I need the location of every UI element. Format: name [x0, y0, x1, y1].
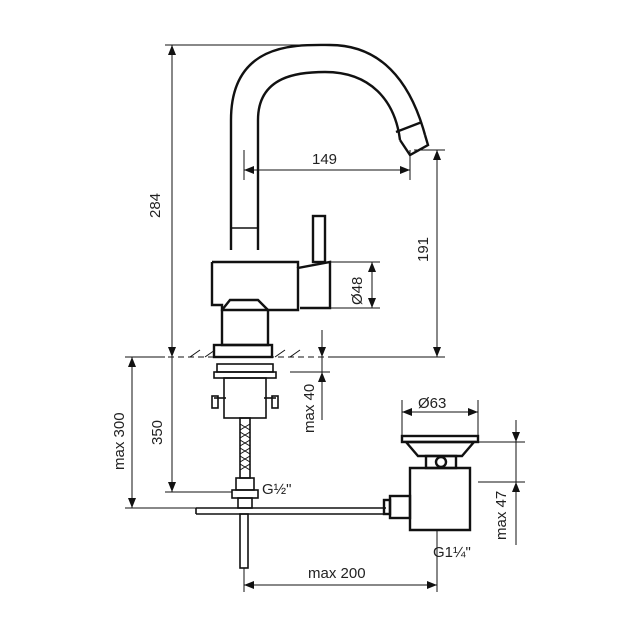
- label-spout-height: 191: [415, 237, 432, 262]
- mixer-body: [210, 214, 332, 359]
- label-thread-depth: max 40: [301, 384, 318, 433]
- label-supply-thread: G½": [262, 481, 292, 498]
- pop-up-waste: [382, 434, 480, 532]
- faucet-outline: [229, 43, 430, 250]
- dimension-arrows: [128, 45, 520, 589]
- drain-rod: [195, 507, 386, 569]
- label-waste-diameter: Ø63: [418, 395, 446, 412]
- label-waste-thread: G1¼": [433, 544, 471, 561]
- label-total-height: 284: [147, 193, 164, 218]
- label-spout-reach: 149: [312, 151, 337, 168]
- label-pipe-length: max 300: [111, 412, 128, 470]
- supply-hose: [231, 417, 259, 509]
- mounting-assembly: [211, 363, 279, 419]
- label-body-diameter: Ø48: [349, 277, 366, 305]
- label-lever-reach: max 200: [308, 565, 366, 582]
- countertop: [168, 349, 330, 358]
- dimension-lines: [125, 44, 525, 592]
- label-waste-height: max 47: [493, 491, 510, 540]
- label-hose-length: 350: [149, 420, 166, 445]
